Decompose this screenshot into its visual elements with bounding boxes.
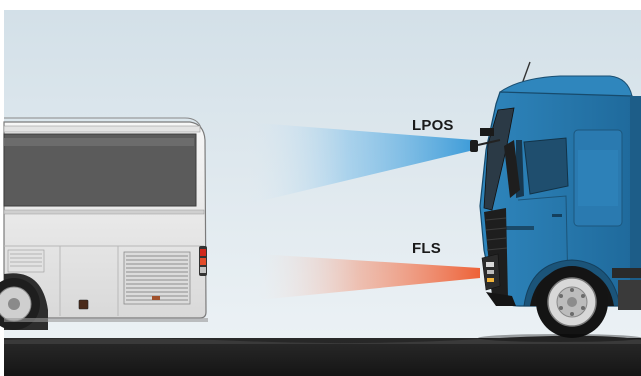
bus-tail-lights (199, 246, 207, 276)
truck-side-window (524, 138, 568, 194)
fls-label: FLS (412, 240, 441, 257)
truck-wheel (536, 266, 608, 338)
bus (0, 118, 208, 330)
truck (470, 62, 641, 342)
lpos-label: LPOS (412, 117, 454, 134)
